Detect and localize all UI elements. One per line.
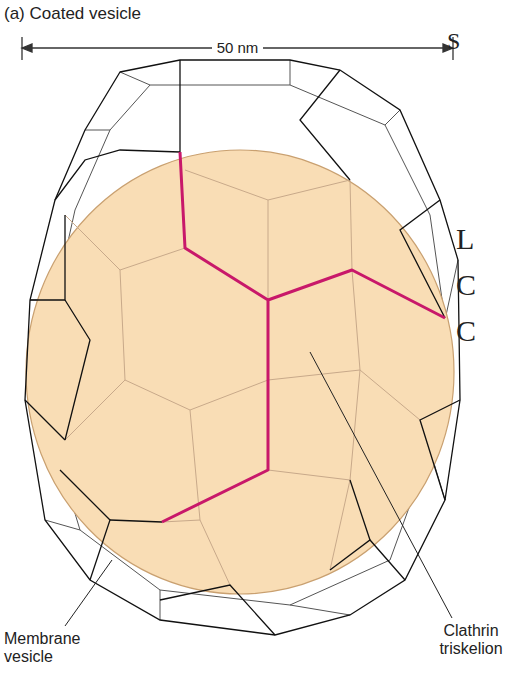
clathrin-triskelion [162,152,445,522]
label: 50 nm [212,38,264,58]
leader-line [310,352,452,618]
membrane-sphere [26,150,454,594]
label: C [456,268,476,303]
label: (a) Coated vesicle [4,4,141,24]
label: Clathrin triskelion [418,622,524,659]
lattice-on-sphere [65,170,420,585]
label: L [456,222,474,257]
label: Membrane vesicle [4,630,104,667]
leader-line [65,560,112,626]
label: C [456,314,476,349]
dimension-line [22,37,453,60]
label: S [447,28,460,56]
clathrin-cage-front [25,60,460,635]
